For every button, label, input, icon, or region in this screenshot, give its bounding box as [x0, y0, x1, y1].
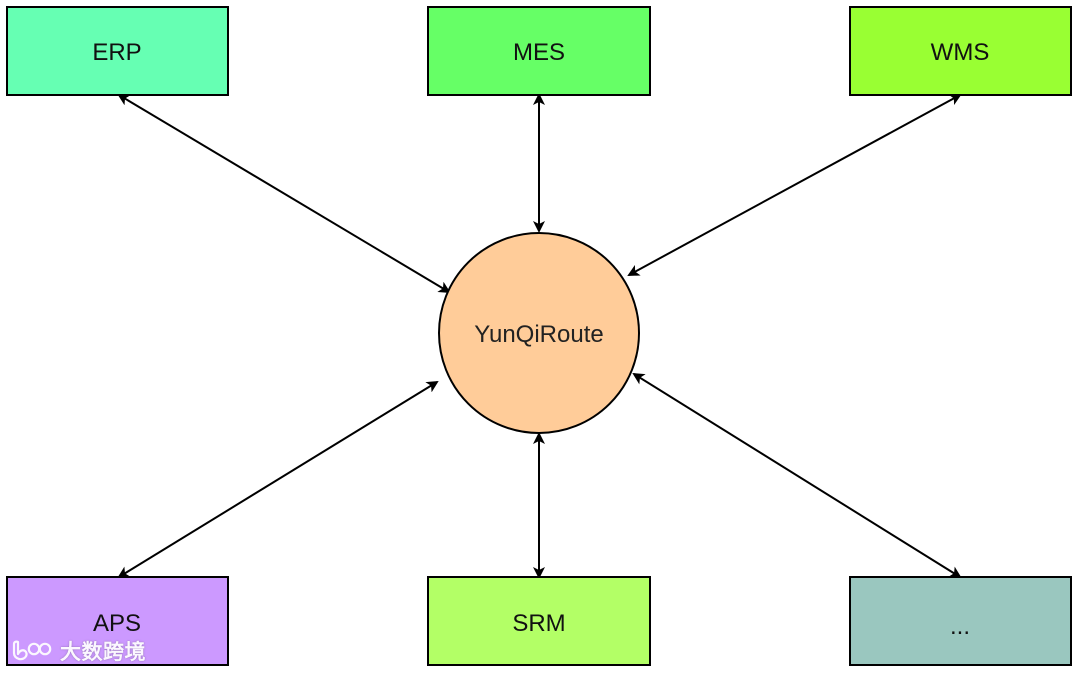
center-node-label: YunQiRoute: [474, 321, 603, 348]
node-aps-label: APS: [93, 610, 141, 637]
node-more: ...: [849, 576, 1072, 666]
node-more-label: ...: [950, 613, 970, 640]
node-aps: APS: [6, 576, 229, 666]
watermark-text: 大数跨境: [60, 640, 146, 664]
center-node-yunqiroute: YunQiRoute: [438, 232, 640, 434]
node-srm-box: [427, 576, 651, 666]
node-srm: SRM: [427, 576, 651, 666]
node-mes-box: [427, 6, 651, 96]
edge-erp-yunqiroute: [117, 93, 451, 294]
node-more-box: [849, 576, 1072, 666]
node-wms-label: WMS: [931, 39, 990, 66]
node-aps-box: [6, 576, 229, 666]
node-mes-label: MES: [513, 39, 565, 66]
bao-logo-icon: [12, 640, 52, 661]
node-wms: WMS: [849, 6, 1072, 96]
node-erp: ERP: [6, 6, 229, 96]
node-erp-box: [6, 6, 229, 96]
edge-more-yunqiroute: [632, 372, 962, 579]
watermark: 大数跨境: [10, 636, 146, 666]
node-mes: MES: [427, 6, 651, 96]
edge-wms-yunqiroute: [627, 94, 962, 276]
center-node-circle: [438, 232, 640, 434]
edge-aps-yunqiroute: [117, 380, 439, 579]
node-srm-label: SRM: [512, 610, 565, 637]
node-wms-box: [849, 6, 1072, 96]
node-erp-label: ERP: [92, 39, 141, 66]
